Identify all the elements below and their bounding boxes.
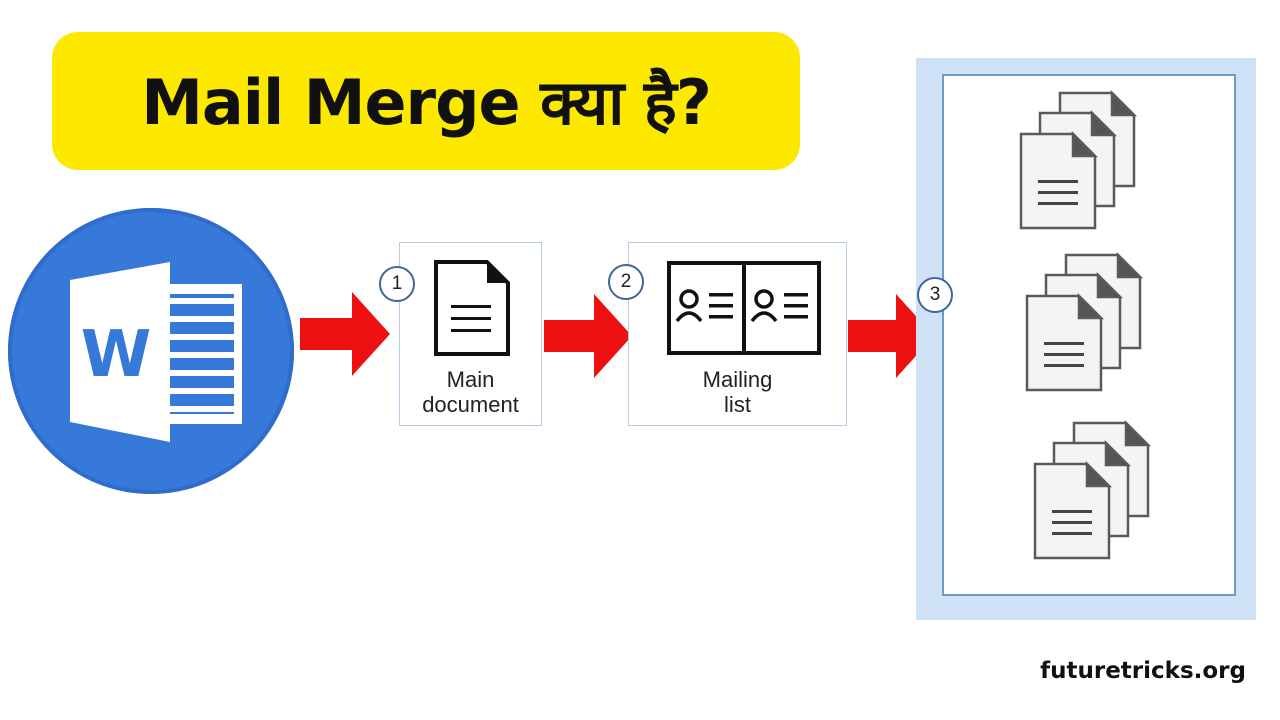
step-number-badge: 2 [608,264,644,300]
word-logo: W [8,208,294,494]
arrow-right-icon [300,292,390,376]
page-title: Mail Merge क्या है? [141,66,712,139]
address-book-icon [667,261,821,355]
step-number-badge: 1 [379,266,415,302]
step-label-line2: list [724,392,751,417]
step-label-line1: Main [446,367,495,392]
word-tile-shape [70,262,170,442]
site-watermark: futuretricks.org [1040,658,1246,684]
arrow-right-icon [848,294,934,378]
document-stack-icon [1025,252,1144,392]
step-mailing-list: Mailing list [628,242,847,426]
arrow-right-icon [544,294,632,378]
document-stack-icon [1019,90,1138,230]
title-banner: Mail Merge क्या है? [52,32,800,170]
step-label-line2: document [422,392,519,417]
microsoft-word-icon: W [70,262,242,442]
word-letter: W [81,318,152,392]
document-stack-icon [1033,420,1152,560]
step-label-line1: Mailing [702,367,773,392]
step-number-badge: 3 [917,277,953,313]
word-page-lines [166,298,234,412]
step-main-document: Main document [399,242,542,426]
document-icon [434,260,510,356]
